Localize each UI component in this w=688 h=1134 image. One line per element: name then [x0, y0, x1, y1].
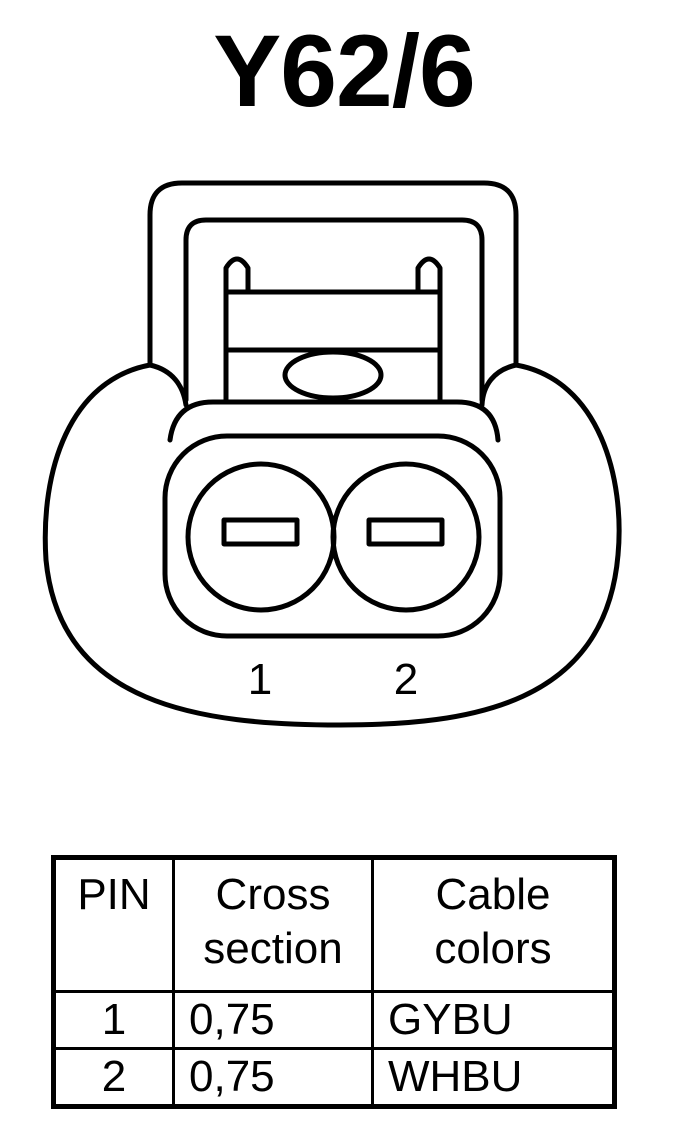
pin-table: PIN Cross section Cable colors 1 0,75 GY… — [51, 855, 617, 1109]
right-shoulder — [479, 362, 519, 408]
header-pin-text: PIN — [77, 870, 151, 919]
latch-frame — [183, 217, 485, 403]
row-2-pin: 2 — [52, 1047, 175, 1108]
connector-title: Y62/6 — [213, 14, 476, 128]
header-cross-line1: Cross — [215, 870, 331, 919]
pin-label-1: 1 — [248, 655, 272, 704]
table-row: 1 0,75 GYBU — [52, 990, 616, 1050]
header-colors-line1: Cable — [435, 870, 551, 919]
header-cross-section: Cross section — [172, 856, 374, 993]
header-colors-line2: colors — [434, 924, 552, 973]
row-1-cross-section: 0,75 — [172, 990, 374, 1050]
row-1-pin: 1 — [52, 990, 175, 1050]
row-2-cross-section: 0,75 — [172, 1047, 374, 1108]
header-cross-line2: section — [203, 924, 343, 973]
connector-diagram: 1 2 — [42, 180, 622, 728]
latch-oval — [282, 349, 384, 401]
row-1-color: GYBU — [371, 990, 616, 1050]
connector-face — [167, 399, 501, 443]
header-cable-colors: Cable colors — [371, 856, 616, 993]
left-shoulder — [147, 362, 189, 408]
pin-cavity — [162, 433, 503, 639]
pin-2-socket — [330, 461, 482, 613]
table-row: 2 0,75 WHBU — [52, 1047, 616, 1108]
connector-housing-outline — [42, 180, 622, 728]
header-pin: PIN — [52, 856, 175, 993]
pin-2-contact — [366, 517, 445, 547]
pin-label-2: 2 — [394, 655, 418, 704]
table-header-row: PIN Cross section Cable colors — [52, 856, 616, 993]
pin-1-contact — [221, 517, 300, 547]
pin-1-socket — [185, 461, 337, 613]
latch-post-right — [415, 256, 443, 403]
row-2-color: WHBU — [371, 1047, 616, 1108]
latch-post-left — [223, 256, 251, 403]
